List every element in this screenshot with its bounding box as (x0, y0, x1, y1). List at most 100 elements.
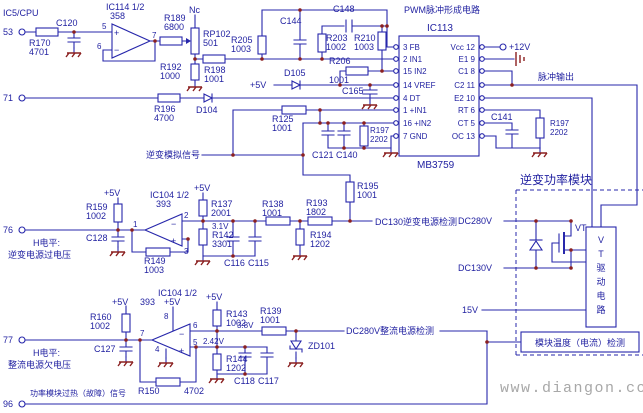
inverter-module-outline (515, 189, 643, 356)
opamp-minus-sign: − (114, 45, 119, 55)
label-ic104a-p3: 3 (184, 247, 189, 256)
label-r138-val: 1001 (262, 208, 282, 218)
svg-text:4 DT: 4 DT (403, 94, 420, 103)
label-r139-ref: R139 (260, 306, 282, 316)
label-r203-val: 1002 (326, 42, 346, 52)
label-5v-r143: +5V (206, 292, 222, 302)
cmp-minus-sign: − (171, 219, 176, 229)
vt-drive-box (585, 226, 617, 328)
label-r198-ref: R198 (204, 65, 226, 75)
label-5v-r160: +5V (112, 297, 128, 307)
label-r197m-val: 2202 (370, 135, 388, 144)
mosfet-vt (558, 232, 565, 254)
ic113-body (398, 35, 480, 157)
label-r197m-ref: R197 (370, 126, 390, 135)
ic113-pin-circles (393, 44, 485, 139)
wiper-arrow-icon (186, 38, 191, 44)
wires-power-module (481, 220, 587, 311)
zener-zd101 (289, 340, 303, 353)
capacitor-c148 (345, 19, 353, 33)
label-rect-under: 整流电源欠电压 (8, 359, 71, 370)
label-t77: 77 (3, 335, 13, 345)
resistor-r210 (377, 31, 387, 51)
resistor-r205 (257, 35, 267, 55)
label-dc130-detect: DC130逆变电源检测 (375, 216, 457, 227)
svg-text:2 IN1: 2 IN1 (403, 55, 423, 64)
label-v38: 3.8V (237, 321, 254, 330)
terminal-76 (18, 226, 26, 234)
label-r159-val: 1002 (86, 211, 106, 221)
label-c140: C140 (336, 150, 358, 160)
label-r160-ref: R160 (90, 312, 112, 322)
label-r142-ref: R142 (212, 230, 234, 240)
svg-text:E1 9: E1 9 (459, 55, 476, 64)
terminal-77 (18, 336, 26, 344)
label-ic114-pin7: 7 (152, 31, 157, 40)
label-r192-ref: R192 (160, 62, 182, 72)
terminal-12v (499, 43, 507, 51)
diode-d104 (203, 93, 214, 103)
watermark: www.diangon.com (500, 380, 643, 397)
label-d104: D104 (196, 105, 218, 115)
label-r203-ref: R203 (326, 33, 348, 43)
resistor-r193 (307, 216, 333, 226)
label-ic104b-p5: 5 (193, 338, 198, 347)
wires-dc280 (24, 301, 522, 405)
label-nc: Nc (189, 5, 200, 15)
label-t76: 76 (3, 225, 13, 235)
diode-d105 (291, 80, 302, 90)
label-ic104a-p1: 1 (133, 220, 138, 229)
ground-symbol (65, 47, 82, 58)
label-h-level-76: H电平: (33, 237, 60, 248)
label-r125-val: 1001 (272, 123, 292, 133)
potentiometer-rp102 (190, 27, 200, 55)
ground-symbol (208, 373, 225, 384)
label-v31: 3.1V (212, 222, 229, 231)
label-c120: C120 (56, 18, 78, 28)
terminal-96 (18, 400, 26, 408)
junction-dots (72, 8, 573, 376)
label-r170-ref: R170 (29, 38, 51, 48)
svg-text:驱: 驱 (596, 263, 605, 273)
capacitor-c115 (248, 236, 262, 242)
resistor-r160 (121, 313, 131, 333)
label-ic104a-name: IC104 1/2 (150, 190, 189, 200)
label-ic104b-name: IC104 1/2 (158, 288, 197, 298)
svg-text:3 FB: 3 FB (403, 43, 420, 52)
ic113-left-pin-labels: 3 FB 2 IN1 15 IN2 14 VREF 4 DT 1 +IN1 16… (403, 43, 436, 141)
wires-dc130 (24, 192, 373, 257)
label-c128: C128 (86, 233, 108, 243)
ground-symbol (109, 246, 126, 257)
label-ic5cpu: IC5/CPU (3, 8, 39, 18)
temp-detect-box (520, 331, 640, 353)
resistor-r196 (157, 93, 181, 103)
capacitor-c144 (293, 39, 307, 45)
label-r206-val: 1001 (329, 75, 349, 85)
label-c115: C115 (248, 258, 269, 268)
comparator-ic104a (143, 213, 183, 247)
capacitor-c141 (505, 129, 519, 135)
capacitor-c121 (321, 130, 335, 136)
label-c144: C144 (280, 16, 302, 26)
opamp-plus-sign: + (114, 28, 119, 38)
label-15v: 15V (462, 305, 478, 315)
diode-freewheel (528, 239, 544, 251)
label-h-level-77: H电平: (33, 347, 60, 358)
resistor-r197-mid (359, 125, 369, 147)
svg-text:T: T (598, 249, 604, 259)
cmp2-minus-sign: − (179, 329, 184, 339)
resistor-r197-right (535, 117, 545, 139)
capacitor-c118 (238, 352, 252, 358)
ground-symbol (531, 147, 548, 158)
ground-symbol (186, 81, 203, 92)
label-r143-ref: R143 (226, 309, 248, 319)
label-t96: 96 (3, 399, 13, 409)
label-ic104a-part: 393 (156, 199, 171, 209)
label-5v-vref: +5V (250, 80, 266, 90)
svg-text:14 VREF: 14 VREF (403, 81, 436, 90)
label-5v-r159: +5V (104, 188, 120, 198)
cmp2-plus-sign: + (179, 346, 184, 356)
svg-text:RT 6: RT 6 (458, 106, 476, 115)
svg-text:路: 路 (596, 304, 605, 315)
resistor-r206 (345, 66, 369, 76)
